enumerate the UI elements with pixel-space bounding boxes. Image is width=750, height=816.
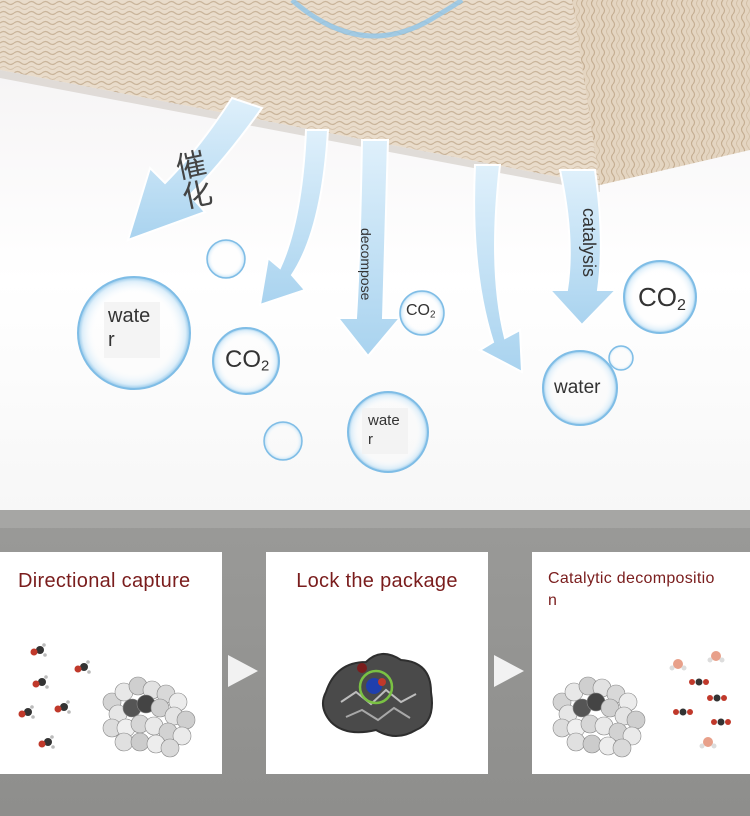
process-band: Directional capture: [0, 510, 750, 816]
water-bubble-text-1: wate r: [108, 305, 151, 351]
lock-package-graphic: [321, 653, 433, 737]
wood-block-side: [572, 0, 750, 185]
catalyst-cluster: [552, 676, 646, 758]
band-top-strip: [0, 510, 750, 528]
step-card-lock-package: Lock the package: [266, 552, 488, 774]
decompose-label: decompose: [358, 228, 374, 301]
water-bubble-text-2: wate r: [368, 412, 400, 448]
step-card-directional-capture: Directional capture: [0, 552, 222, 774]
step-title: Lock the package: [296, 570, 458, 592]
wood-block-top: [0, 0, 750, 185]
capture-ring: [358, 669, 394, 705]
block-shadow: [0, 70, 600, 192]
adsorbent-cluster: [102, 676, 196, 758]
step-title: Catalytic decompositio n: [548, 570, 715, 609]
co2-bubble-text-2: CO2: [406, 302, 436, 321]
step-title: Directional capture: [18, 570, 191, 592]
air-purification-illustration: 催化 decompose catalysis wate r CO2 wate r…: [0, 0, 750, 510]
water-bubble-text-3: water: [554, 377, 601, 398]
step-arrow-2: [494, 655, 524, 687]
co2-bubble-text-3: CO2: [638, 282, 686, 315]
decomposition-graphic: [552, 651, 731, 758]
flow-arrows: [126, 96, 619, 374]
top-bubble-edge: [290, 0, 464, 39]
catalysis-label: catalysis: [579, 208, 599, 278]
step-card-catalytic-decomposition: Catalytic decompositio n: [532, 552, 750, 774]
co2-bubble-text-1: CO2: [225, 346, 270, 375]
formaldehyde-molecules: [18, 643, 91, 749]
step-arrow-1: [228, 655, 258, 687]
product-molecules: [669, 651, 731, 749]
scene-graphics: [0, 0, 750, 473]
capture-molecules-graphic: [18, 643, 196, 758]
